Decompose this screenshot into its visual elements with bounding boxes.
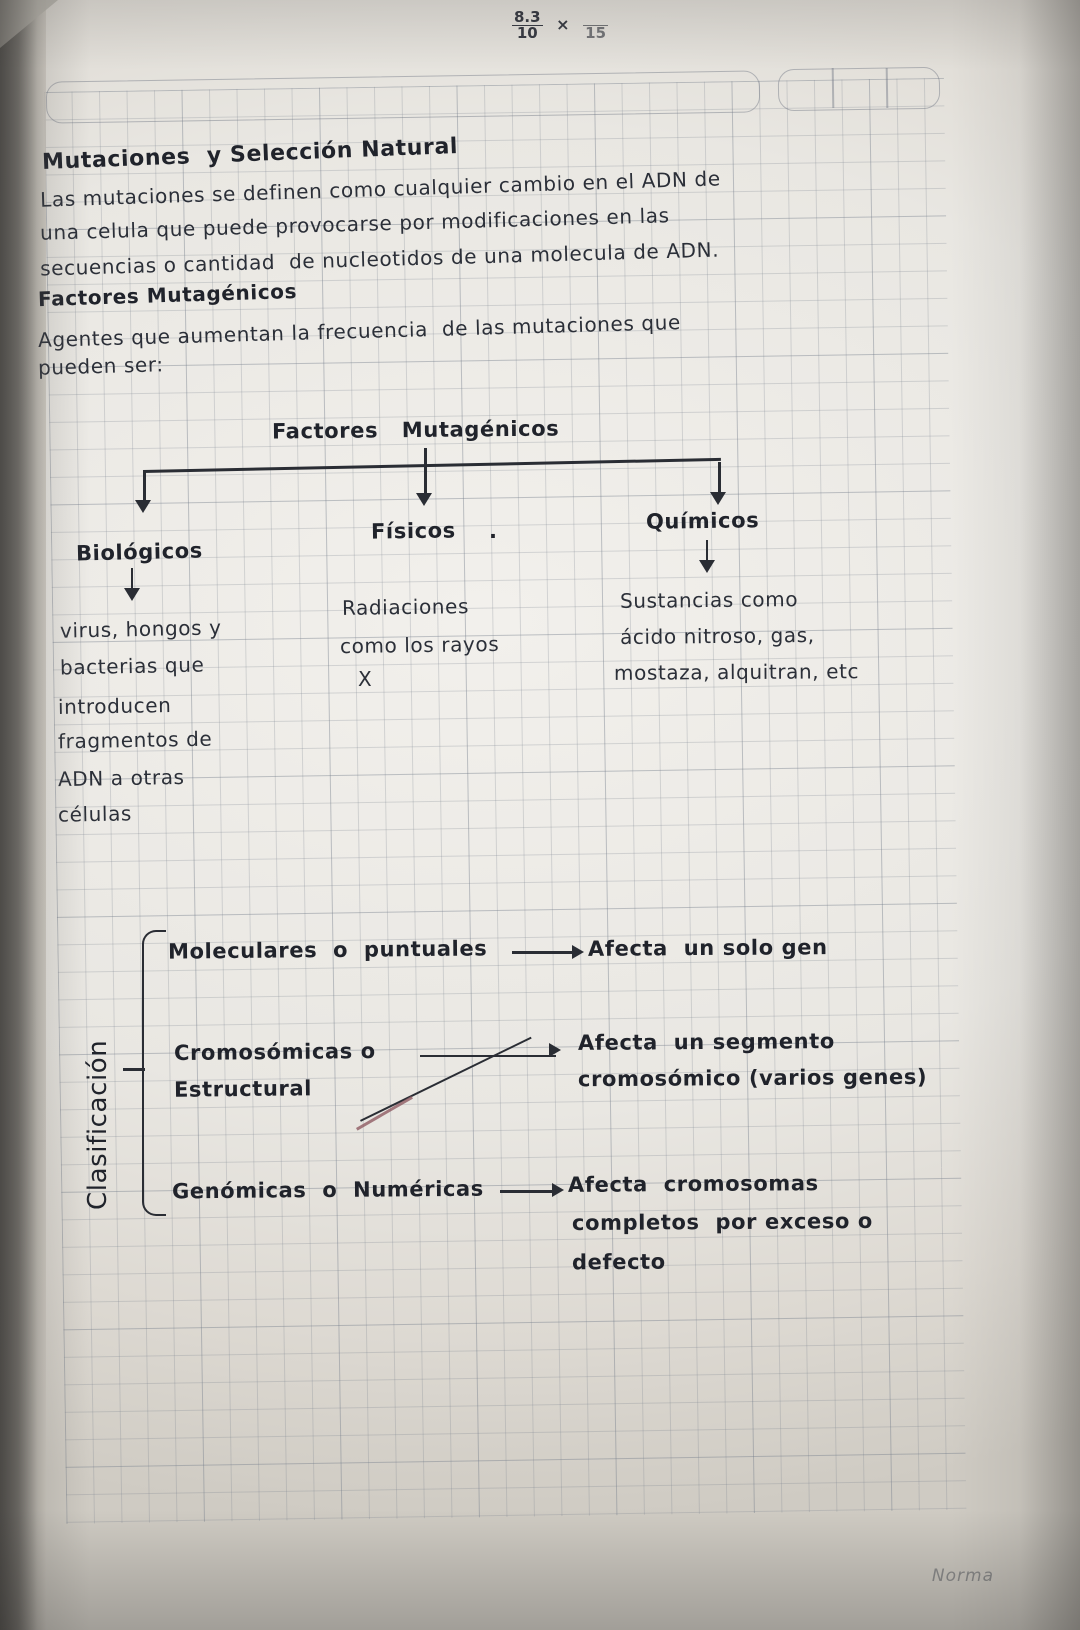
top-fraction-2-denominator: 15	[585, 24, 607, 42]
classification-arrow-3-line	[500, 1190, 556, 1193]
subtitle-line-2: pueden ser:	[37, 352, 164, 380]
classification-effect-2-line1: Afecta un segmento	[577, 1029, 835, 1055]
classification-effect-3-line2: completos por exceso o	[571, 1208, 873, 1236]
diagram-branch-mid-arrow	[416, 493, 432, 506]
fisicos-detail-2: como los rayos	[339, 631, 500, 659]
classification-effect-1: Afecta un solo gen	[587, 935, 828, 961]
diagram-branch-left-arrow	[135, 500, 151, 513]
classification-arrow-1-line	[512, 951, 576, 954]
notebook-binding	[0, 0, 46, 1630]
top-fraction-1: 8.3 10	[512, 10, 543, 41]
diagram-branch-label-biologicos: Biológicos	[75, 538, 204, 566]
diagram-branch-mid-line	[424, 463, 427, 495]
header-box-right	[777, 66, 941, 112]
diagram-branch-left-line	[143, 470, 146, 502]
classification-arrow-3-head	[552, 1183, 564, 1197]
diagram-branch-label-quimicos: Químicos	[645, 508, 760, 534]
fisicos-detail-1: Radiaciones	[341, 594, 470, 620]
classification-side-label: Clasificación	[83, 1039, 113, 1210]
biologicos-detail-1: virus, hongos y	[59, 615, 222, 643]
top-math-expression: 8.3 10 × 15	[512, 10, 609, 42]
quimicos-detail-2: ácido nitroso, gas,	[619, 622, 815, 650]
biologicos-detail-2: bacterias que	[59, 652, 205, 680]
diagram-dot-fisicos: .	[489, 519, 498, 543]
classification-effect-2-line2: cromosómico (varios genes)	[577, 1064, 928, 1092]
top-math-operator: ×	[556, 15, 570, 34]
fisicos-detail-3: X	[358, 667, 373, 691]
biologicos-detail-3: introducen	[57, 693, 172, 719]
quimicos-detail-3: mostaza, alquitran, etc	[613, 659, 860, 685]
classification-term-2: Cromosómicas o	[173, 1038, 376, 1066]
classification-arrow-1-head	[572, 945, 584, 959]
classification-brace	[142, 930, 166, 1216]
biologicos-detail-6: células	[57, 801, 133, 827]
diagram-root-label: Factores Mutagénicos	[271, 416, 560, 444]
biologicos-detail-4: fragmentos de	[57, 726, 213, 754]
top-fraction-denominator: 10	[516, 24, 538, 42]
biologicos-detail-5: ADN a otras	[57, 764, 185, 792]
page-corner-fold	[0, 0, 58, 48]
classification-term-3: Genómicas o Numéricas	[171, 1176, 484, 1204]
classification-brace-tick	[123, 1068, 145, 1071]
classification-term-2-line2: Estructural	[173, 1076, 313, 1102]
biologicos-sub-arrow	[124, 588, 140, 601]
quimicos-detail-1: Sustancias como	[619, 587, 799, 613]
brand-watermark: Norma	[931, 1566, 994, 1586]
classification-effect-3-line3: defecto	[571, 1249, 666, 1275]
diagram-branch-right-arrow	[710, 492, 726, 505]
classification-term-1: Moleculares o puntuales	[167, 936, 488, 964]
classification-effect-3-line1: Afecta cromosomas	[567, 1171, 819, 1197]
top-fraction-2: 15	[583, 10, 609, 42]
quimicos-sub-arrow	[699, 560, 715, 573]
diagram-branch-right-line	[718, 462, 721, 494]
classification-arrow-2-head	[549, 1043, 561, 1057]
diagram-branch-label-fisicos: Físicos	[370, 518, 456, 544]
